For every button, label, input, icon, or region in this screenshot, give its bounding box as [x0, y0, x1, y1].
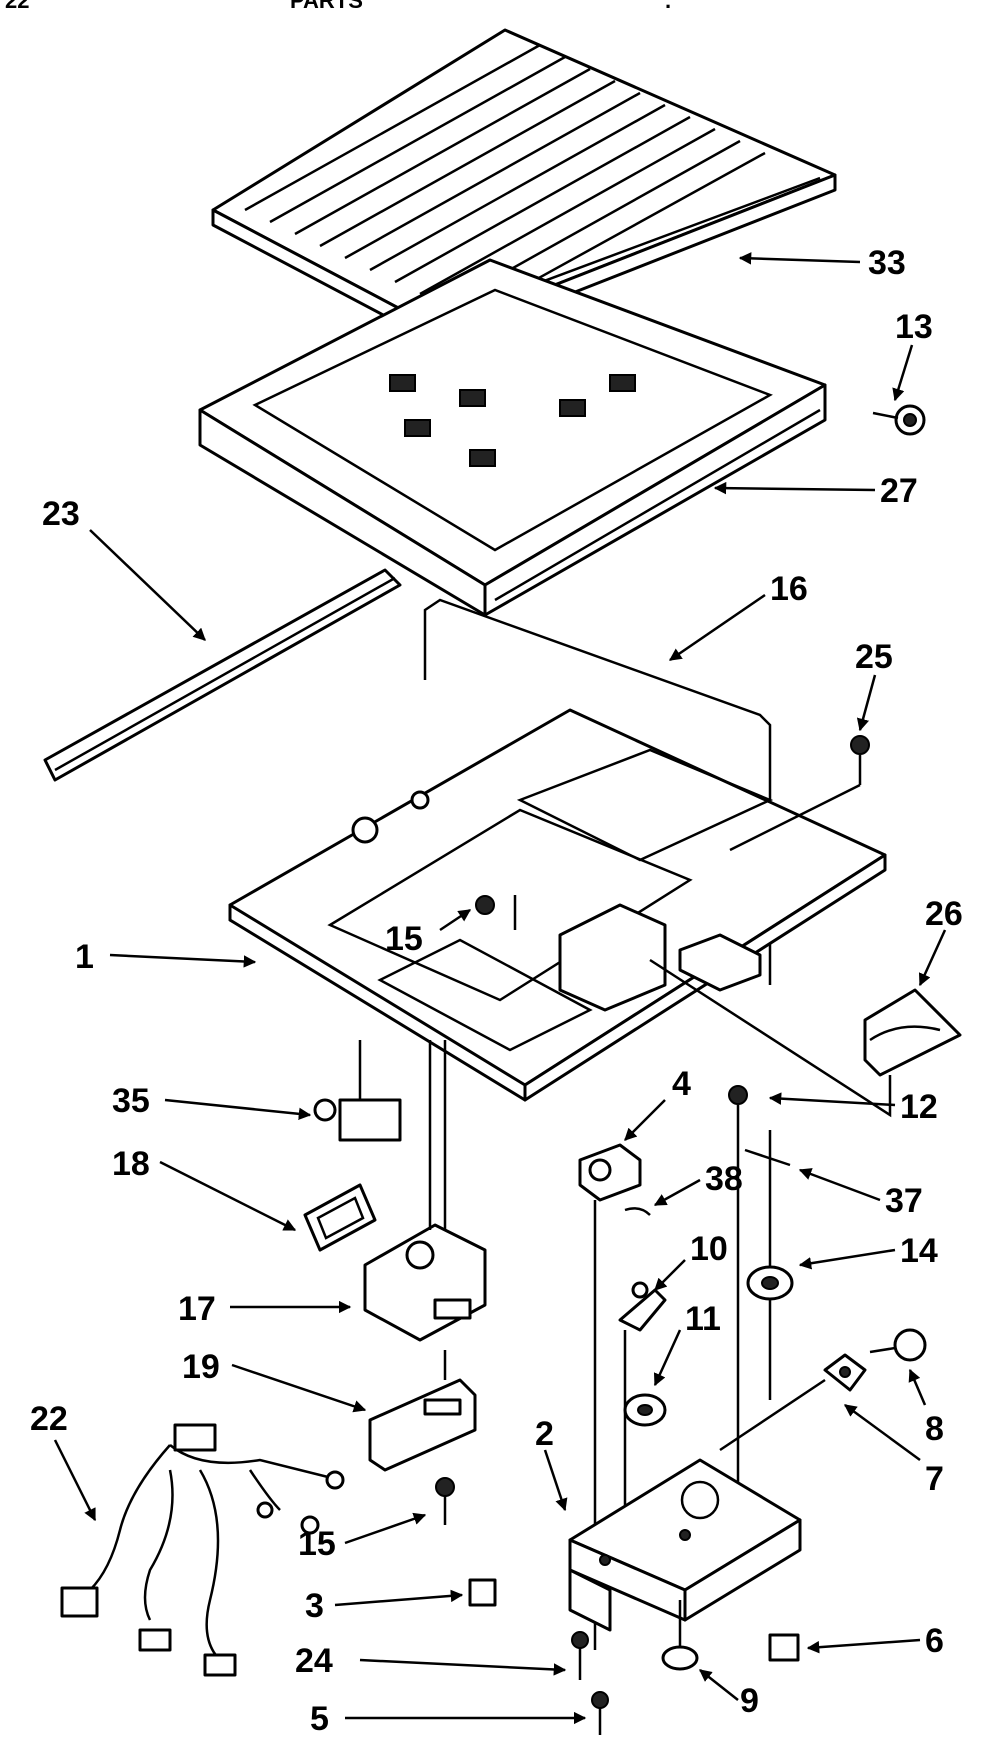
callout-35: 35	[112, 1082, 150, 1120]
callout-37: 37	[885, 1182, 923, 1220]
callout-19: 19	[182, 1348, 220, 1386]
part-23-strip	[43, 568, 402, 782]
part-35-lamp-socket	[313, 1040, 402, 1142]
callout-13: 13	[895, 308, 933, 346]
part-17-control-box	[363, 1040, 487, 1342]
part-15-screw-upper	[475, 895, 517, 930]
callout-5: 5	[310, 1700, 329, 1738]
callout-9: 9	[740, 1682, 759, 1720]
part-13-knob	[872, 404, 926, 436]
callout-15-lower: 15	[298, 1525, 336, 1563]
part-8-bulb	[869, 1328, 927, 1362]
part-38-clip	[624, 1207, 651, 1216]
callout-3: 3	[305, 1587, 324, 1625]
callout-15-upper: 15	[385, 920, 423, 958]
callout-17: 17	[178, 1290, 216, 1328]
part-37-clip	[744, 1130, 791, 1400]
part-6-plug	[768, 1633, 800, 1662]
part-27-frame	[198, 258, 827, 617]
callout-16: 16	[770, 570, 808, 608]
callout-10: 10	[690, 1230, 728, 1268]
callout-labels: 33 13 27 23 16 25 15 1 26 4 12 35 38 37 …	[30, 244, 963, 1738]
part-26-cover	[649, 958, 962, 1118]
callout-38: 38	[705, 1160, 743, 1198]
part-1-base-plate	[228, 708, 887, 1102]
callout-27: 27	[880, 472, 918, 510]
header-right: .	[665, 0, 671, 13]
callout-2: 2	[535, 1415, 554, 1453]
callout-25: 25	[855, 638, 893, 676]
part-5-screw	[591, 1691, 609, 1735]
callout-23: 23	[42, 495, 80, 533]
part-25-screw	[729, 735, 870, 852]
callout-11: 11	[685, 1300, 721, 1338]
part-19-bracket	[368, 1350, 477, 1472]
callout-12: 12	[900, 1088, 938, 1126]
callout-22: 22	[30, 1400, 68, 1438]
callout-24: 24	[295, 1642, 333, 1680]
callout-6: 6	[925, 1622, 944, 1660]
part-12-screw	[728, 1085, 748, 1545]
callout-4: 4	[672, 1065, 691, 1103]
callout-18: 18	[112, 1145, 150, 1183]
callout-1: 1	[75, 938, 94, 976]
callout-33: 33	[868, 244, 906, 282]
callout-8: 8	[925, 1410, 944, 1448]
part-11-grommet	[623, 1393, 667, 1427]
callout-7: 7	[925, 1460, 944, 1498]
header-left: 22	[5, 0, 29, 13]
part-18-panel	[303, 1183, 377, 1252]
part-9-foot	[661, 1600, 699, 1671]
header-middle: PARTS	[290, 0, 363, 13]
callout-14: 14	[900, 1232, 938, 1270]
part-16-wire	[423, 598, 772, 985]
part-3-clip	[468, 1578, 497, 1607]
part-10-thermostat	[618, 1281, 667, 1520]
header: 22 PARTS .	[5, 0, 671, 13]
part-7-socket	[719, 1353, 867, 1452]
callout-26: 26	[925, 895, 963, 933]
part-2-bracket-base	[568, 1458, 802, 1632]
leader-lines	[53, 252, 947, 1725]
part-14-wheel	[746, 1265, 794, 1301]
part-15-screw-lower	[435, 1477, 455, 1525]
part-22-harness	[60, 1423, 345, 1677]
part-24-screw	[571, 1631, 589, 1680]
